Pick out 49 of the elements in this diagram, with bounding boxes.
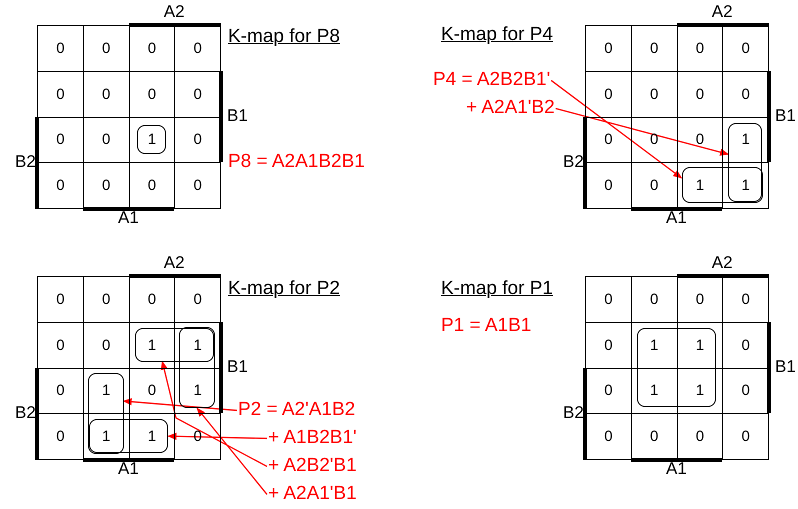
map-cell: 0 — [174, 162, 221, 209]
map-cell: 0 — [585, 276, 632, 323]
variable-label: A1 — [666, 209, 687, 228]
map-cell: 0 — [722, 413, 769, 460]
arrow — [556, 108, 730, 156]
variable-label: A2 — [712, 3, 733, 22]
arrow — [160, 360, 268, 468]
equation: P1 = A1B1 — [441, 316, 532, 337]
equation-term: + A2B2'B1 — [268, 456, 357, 477]
grouping-loop — [636, 328, 716, 408]
map-cell: 0 — [37, 276, 84, 323]
grouping-loop — [179, 326, 215, 408]
grouping-loop — [136, 124, 166, 154]
map-title: K-map for P1 — [441, 279, 553, 300]
grouping-loop — [88, 372, 124, 454]
map-title: K-map for P8 — [228, 27, 340, 48]
map-cell: 1 — [722, 162, 769, 209]
map-title: K-map for P2 — [228, 279, 340, 300]
variable-label: A1 — [118, 460, 139, 479]
map-title: K-map for P4 — [441, 25, 553, 46]
variable-label: A1 — [666, 460, 687, 479]
variable-label: B2 — [15, 404, 36, 422]
variable-label: B2 — [563, 152, 584, 172]
equation-term: + A1B2B1' — [268, 428, 357, 449]
variable-label: B1 — [227, 358, 248, 377]
variable-label: B2 — [563, 404, 584, 422]
variable-label: A1 — [118, 209, 139, 228]
arrow — [196, 408, 268, 495]
variable-label: B2 — [15, 152, 36, 172]
variable-label: B1 — [775, 358, 796, 377]
map-cell: 0 — [37, 25, 84, 72]
variable-label: B1 — [775, 107, 796, 126]
equation-term: + A2A1'B2 — [466, 98, 555, 119]
variable-label: B1 — [227, 107, 248, 126]
grouping-loop — [88, 419, 168, 453]
variable-label: A2 — [712, 254, 733, 273]
map-cell: 0 — [585, 25, 632, 72]
equation-term: P4 = A2B2B1' — [433, 70, 550, 91]
equation: P8 = A2A1B2B1 — [228, 152, 365, 173]
grouping-loop — [728, 122, 762, 202]
variable-label: A2 — [164, 3, 185, 22]
grouping-loop — [134, 328, 214, 362]
variable-label: A2 — [164, 254, 185, 273]
grouping-loop — [682, 167, 763, 203]
equation-term: P2 = A2'A1B2 — [238, 400, 356, 421]
arrow — [122, 398, 238, 412]
arrow — [550, 80, 682, 179]
equation-term: + A2A1'B1 — [268, 484, 357, 505]
arrow — [167, 432, 268, 440]
